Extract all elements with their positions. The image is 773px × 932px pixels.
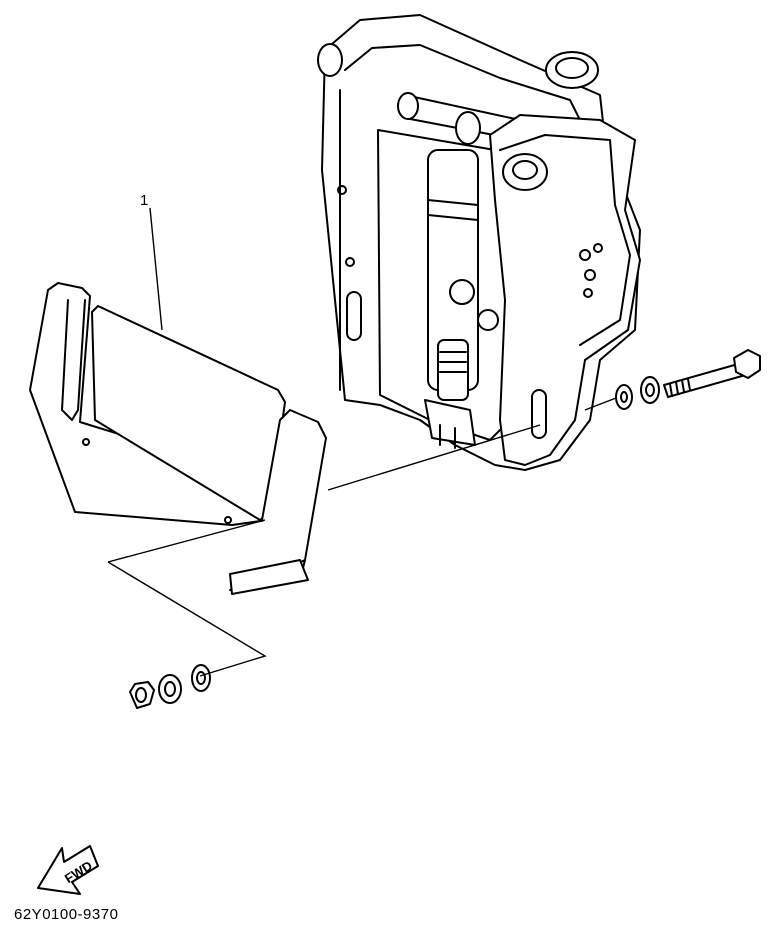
nut-and-washers <box>129 664 211 709</box>
fwd-arrow-icon: FWD <box>37 845 99 895</box>
callout-1: 1 <box>140 192 149 209</box>
clamp-bracket-assembly <box>317 14 641 471</box>
bolt-and-washers <box>615 349 761 410</box>
part-number: 62Y0100-9370 <box>14 906 119 923</box>
leader-lines <box>107 207 617 677</box>
part-1-plate <box>29 282 327 595</box>
